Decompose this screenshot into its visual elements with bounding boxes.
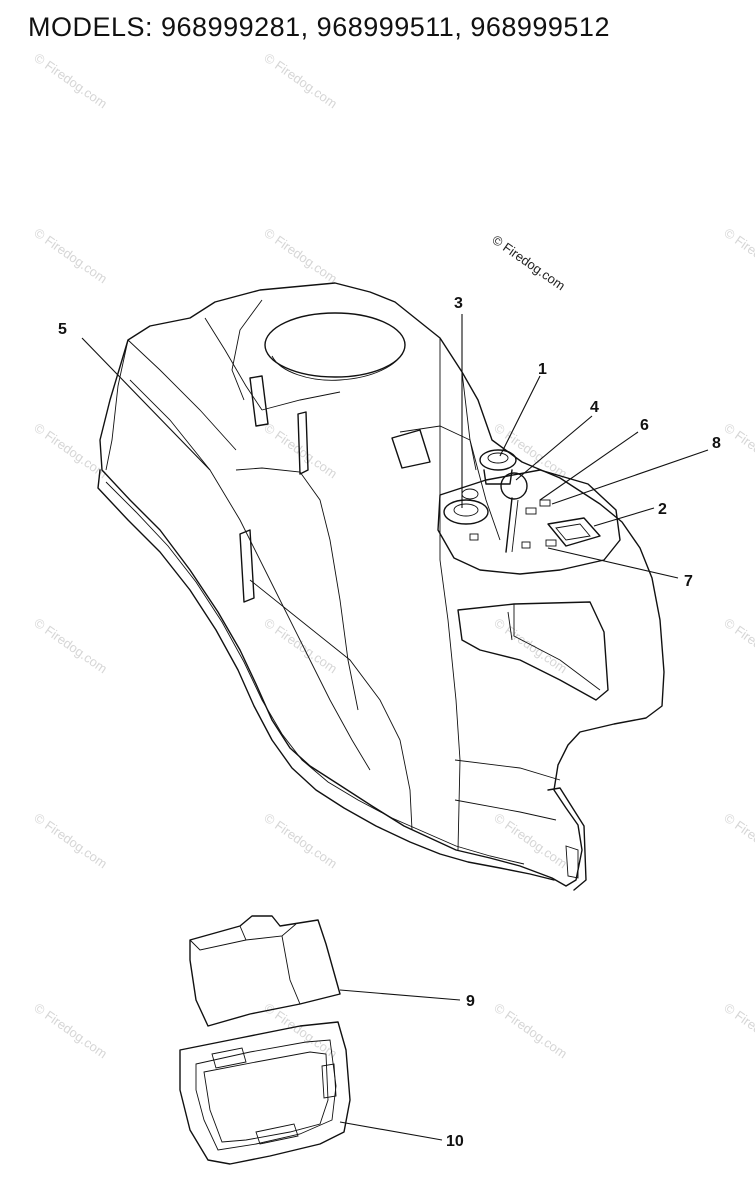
callout-4: 4 (590, 399, 599, 416)
callout-6: 6 (640, 417, 649, 434)
leader-lines (81, 314, 709, 1141)
callout-7: 7 (684, 573, 693, 590)
callout-8: 8 (712, 435, 721, 452)
models-title: MODELS: 968999281, 968999511, 968999512 (28, 12, 610, 42)
callout-2: 2 (658, 501, 667, 518)
callout-3: 3 (454, 295, 463, 312)
fender-part (97, 282, 665, 891)
callout-5: 5 (58, 321, 67, 338)
bezel-part (179, 1021, 351, 1165)
callout-9: 9 (466, 993, 475, 1010)
callout-1: 1 (538, 361, 547, 378)
callout-10: 10 (446, 1133, 464, 1150)
cover-part (189, 915, 341, 1027)
control-panel-part (391, 425, 621, 575)
